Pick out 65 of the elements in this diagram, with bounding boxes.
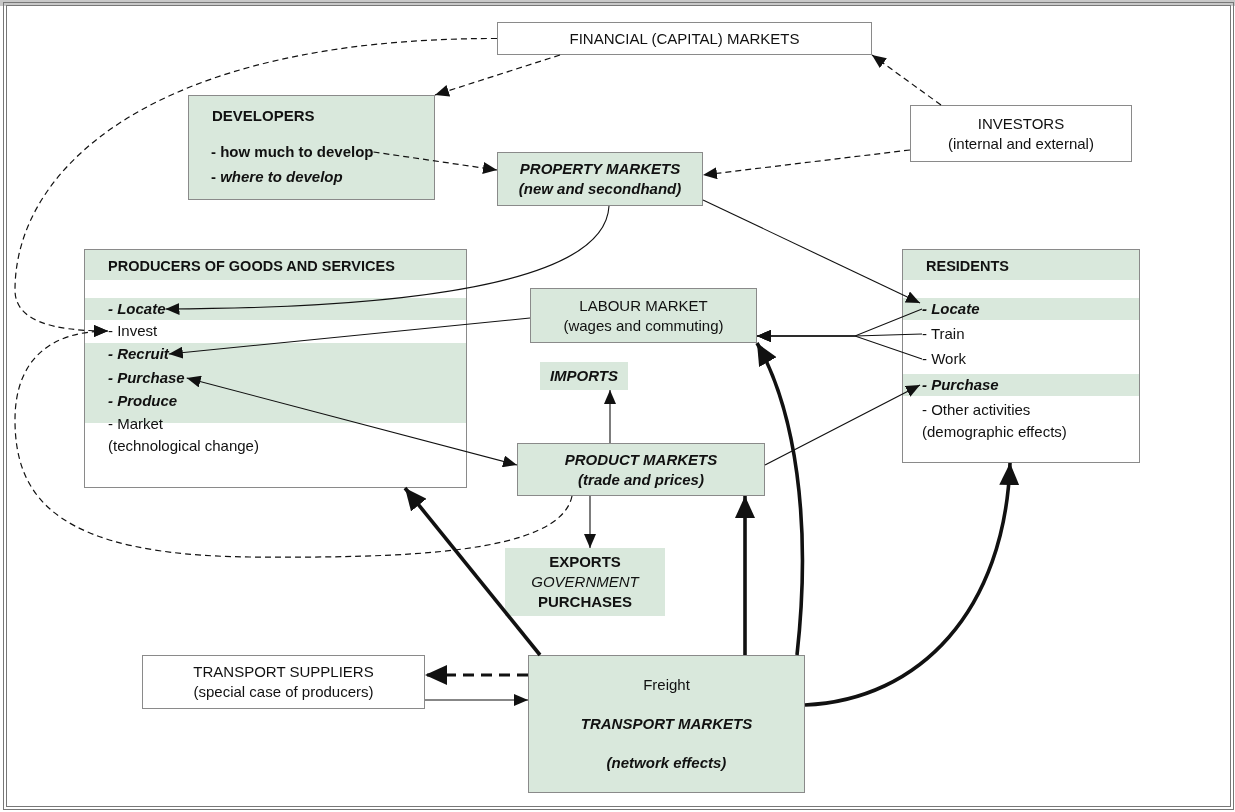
arrow [702, 199, 921, 304]
box-heading: PRODUCERS OF GOODS AND SERVICES [85, 250, 466, 280]
list-note: (technological change) [108, 436, 259, 456]
process-box [188, 95, 435, 200]
process-box [142, 655, 425, 709]
box-subtitle: (internal and external) [948, 133, 1094, 154]
box-label: EXPORTS GOVERNMENT PURCHASES [530, 552, 641, 612]
list-item: - Locate [922, 299, 980, 319]
process-box [497, 152, 703, 206]
dashed-arrow [871, 54, 942, 106]
process-box [517, 443, 765, 496]
list-item: - where to develop [211, 167, 343, 187]
arrow [756, 330, 923, 360]
list-item: - Purchase [922, 375, 999, 395]
panel-box [84, 249, 467, 488]
label-box [540, 362, 628, 390]
panel-box [902, 249, 1140, 463]
process-box [528, 655, 805, 793]
dashed-arrow [14, 325, 573, 558]
dashed-arrow [702, 149, 911, 180]
list-item: - Train [922, 324, 965, 344]
box-title: TRANSPORT SUPPLIERS [193, 662, 374, 682]
arrow [764, 384, 921, 466]
thick-arrow [403, 486, 542, 657]
box-subtitle: (trade and prices) [578, 469, 704, 490]
box-subtitle: (wages and commuting) [563, 315, 724, 336]
list-item: - Other activities [922, 400, 1032, 420]
label-box [505, 548, 665, 616]
box-subtitle: (special case of producers) [193, 682, 374, 702]
list-item: - Invest [108, 321, 158, 341]
process-box [530, 288, 757, 343]
list-item: - how much to develop [211, 142, 374, 162]
list-item: - Recruit [108, 344, 169, 364]
list-item: - Produce [108, 391, 178, 411]
thick-arrow [755, 342, 805, 656]
arrow [168, 317, 531, 359]
box-label: IMPORTS [549, 366, 619, 386]
box-heading: RESIDENTS [903, 250, 1139, 280]
box-title: LABOUR MARKET [579, 295, 708, 316]
thick-arrow [804, 462, 1019, 707]
list-item: - Work [922, 349, 966, 369]
box-subtitle: Freight [643, 675, 690, 695]
arrow [424, 694, 529, 706]
list-item: - Locate [108, 299, 166, 319]
box-title: FINANCIAL (CAPITAL) MARKETS [569, 28, 800, 49]
box-title: PROPERTY MARKETS [519, 159, 681, 179]
box-title: PRODUCT MARKETS [564, 449, 718, 470]
thick-arrow [735, 496, 755, 655]
dashed-arrow [372, 151, 498, 174]
box-title: TRANSPORT MARKETS [580, 714, 753, 734]
list-item: - Market [108, 414, 164, 434]
process-box [497, 22, 872, 55]
arrow [584, 495, 596, 549]
list-item: - Purchase [108, 368, 185, 388]
process-box [910, 105, 1132, 162]
box-title: INVESTORS [977, 113, 1065, 134]
box-subtitle: (new and secondhand) [518, 179, 682, 199]
dashed-arrow [425, 665, 528, 685]
arrow [186, 375, 518, 468]
dashed-arrow [434, 54, 561, 97]
arrow [604, 389, 616, 444]
arrow [164, 205, 610, 315]
list-note: (demographic effects) [922, 422, 1067, 442]
box-title: DEVELOPERS [212, 106, 316, 126]
box-subtitle: (network effects) [606, 753, 727, 773]
